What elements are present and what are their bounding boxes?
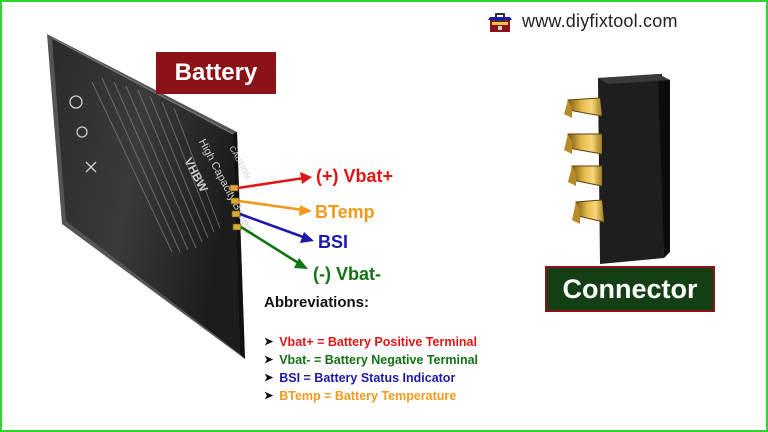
list-item: ➤BTemp = Battery Temperature — [264, 389, 457, 403]
arrowhead-bullet-icon: ➤ — [264, 372, 274, 384]
wire-label-vbat-negative: (-) Vbat- — [313, 264, 381, 284]
arrowhead-bullet-icon: ➤ — [264, 336, 274, 348]
wire-label-bsi: BSI — [318, 232, 349, 252]
connector-image — [564, 74, 670, 264]
site-url[interactable]: www.diyfixtool.com — [522, 10, 678, 31]
connector-title: Connector — [545, 266, 715, 312]
terminal-arrows — [237, 172, 314, 269]
list-item: ➤BSI = Battery Status Indicator — [264, 371, 456, 385]
abbreviations-list: ➤Vbat+ = Battery Positive Terminal ➤Vbat… — [264, 333, 478, 405]
toolbox-icon — [488, 13, 512, 32]
wire-label-btemp: BTemp — [315, 202, 375, 222]
battery-recycle-icon — [69, 95, 97, 173]
wire-label-vbat-positive: (+) Vbat+ — [316, 166, 394, 186]
arrowhead-bullet-icon: ➤ — [264, 354, 274, 366]
abbreviations-title: Abbreviations: — [264, 294, 370, 311]
list-item: ➤Vbat+ = Battery Positive Terminal — [264, 335, 477, 349]
arrowhead-bullet-icon: ➤ — [264, 390, 274, 402]
site-header: www.diyfixtool.com — [486, 8, 678, 34]
list-item: ➤Vbat- = Battery Negative Terminal — [264, 353, 479, 367]
battery-title: Battery — [156, 52, 276, 94]
